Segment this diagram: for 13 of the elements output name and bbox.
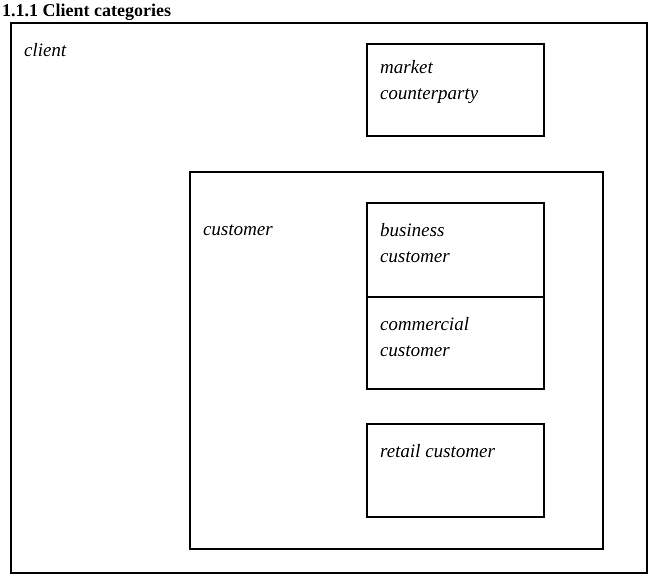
category-box (366, 296, 545, 390)
category-box (366, 202, 545, 298)
category-label: client (24, 39, 68, 63)
category-label: customer (203, 218, 274, 242)
category-box (366, 43, 545, 137)
category-label: market counterparty (380, 56, 480, 106)
category-label: commercial customer (380, 313, 470, 363)
category-box (189, 171, 604, 550)
category-box (366, 423, 545, 518)
heading: 1.1.1 Client categories (2, 0, 171, 20)
category-box (10, 22, 648, 574)
category-label: retail customer (380, 440, 496, 464)
category-label: business customer (380, 219, 451, 269)
